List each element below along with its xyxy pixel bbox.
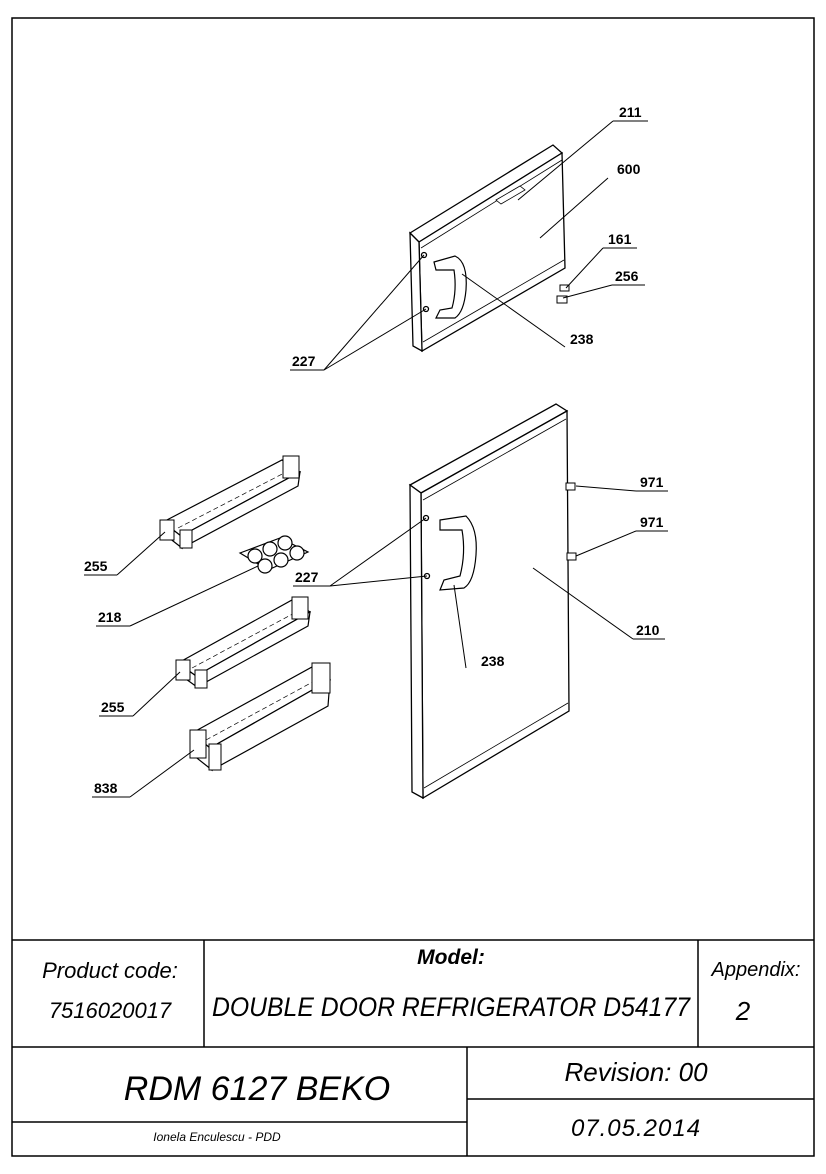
- appendix-label: Appendix:: [711, 959, 801, 981]
- product-code-label: Product code:: [42, 958, 178, 983]
- revision: Revision: 00: [564, 1057, 708, 1087]
- callout-238-top: 238: [570, 331, 594, 347]
- callout-838: 838: [94, 780, 118, 796]
- callout-255-lower: 255: [101, 699, 125, 715]
- callout-211: 211: [619, 104, 642, 120]
- callout-161: 161: [608, 231, 632, 247]
- bottom-door-drawing: [408, 403, 577, 800]
- sheet-border: [11, 17, 815, 1157]
- shelf-255-lower-drawing: [175, 596, 312, 689]
- callout-255-upper: 255: [84, 558, 108, 574]
- callout-227-top: 227: [292, 353, 316, 369]
- appendix-value: 2: [735, 996, 751, 1026]
- shelf-255-upper-drawing: [159, 455, 302, 550]
- callout-971-b: 971: [640, 514, 664, 530]
- product-code-value: 7516020017: [49, 998, 172, 1023]
- model-value: DOUBLE DOOR REFRIGERATOR D54177: [212, 992, 691, 1022]
- top-door-drawing: [408, 144, 570, 353]
- callout-210: 210: [636, 622, 660, 638]
- callout-600: 600: [617, 161, 641, 177]
- date: 07.05.2014: [571, 1115, 701, 1142]
- callout-227-bottom: 227: [295, 569, 319, 585]
- author: Ionela Enculescu - PDD: [153, 1130, 281, 1144]
- egg-tray-218-drawing: [238, 535, 310, 574]
- callout-218: 218: [98, 609, 122, 625]
- callout-238-bottom: 238: [481, 653, 505, 669]
- callout-256: 256: [615, 268, 639, 284]
- model-label: Model:: [417, 946, 485, 969]
- model-code: RDM 6127 BEKO: [124, 1070, 390, 1108]
- title-block-grid: [12, 939, 814, 1156]
- callout-971-a: 971: [640, 474, 664, 490]
- bin-838-drawing: [189, 662, 332, 772]
- leader-lines: [84, 120, 668, 798]
